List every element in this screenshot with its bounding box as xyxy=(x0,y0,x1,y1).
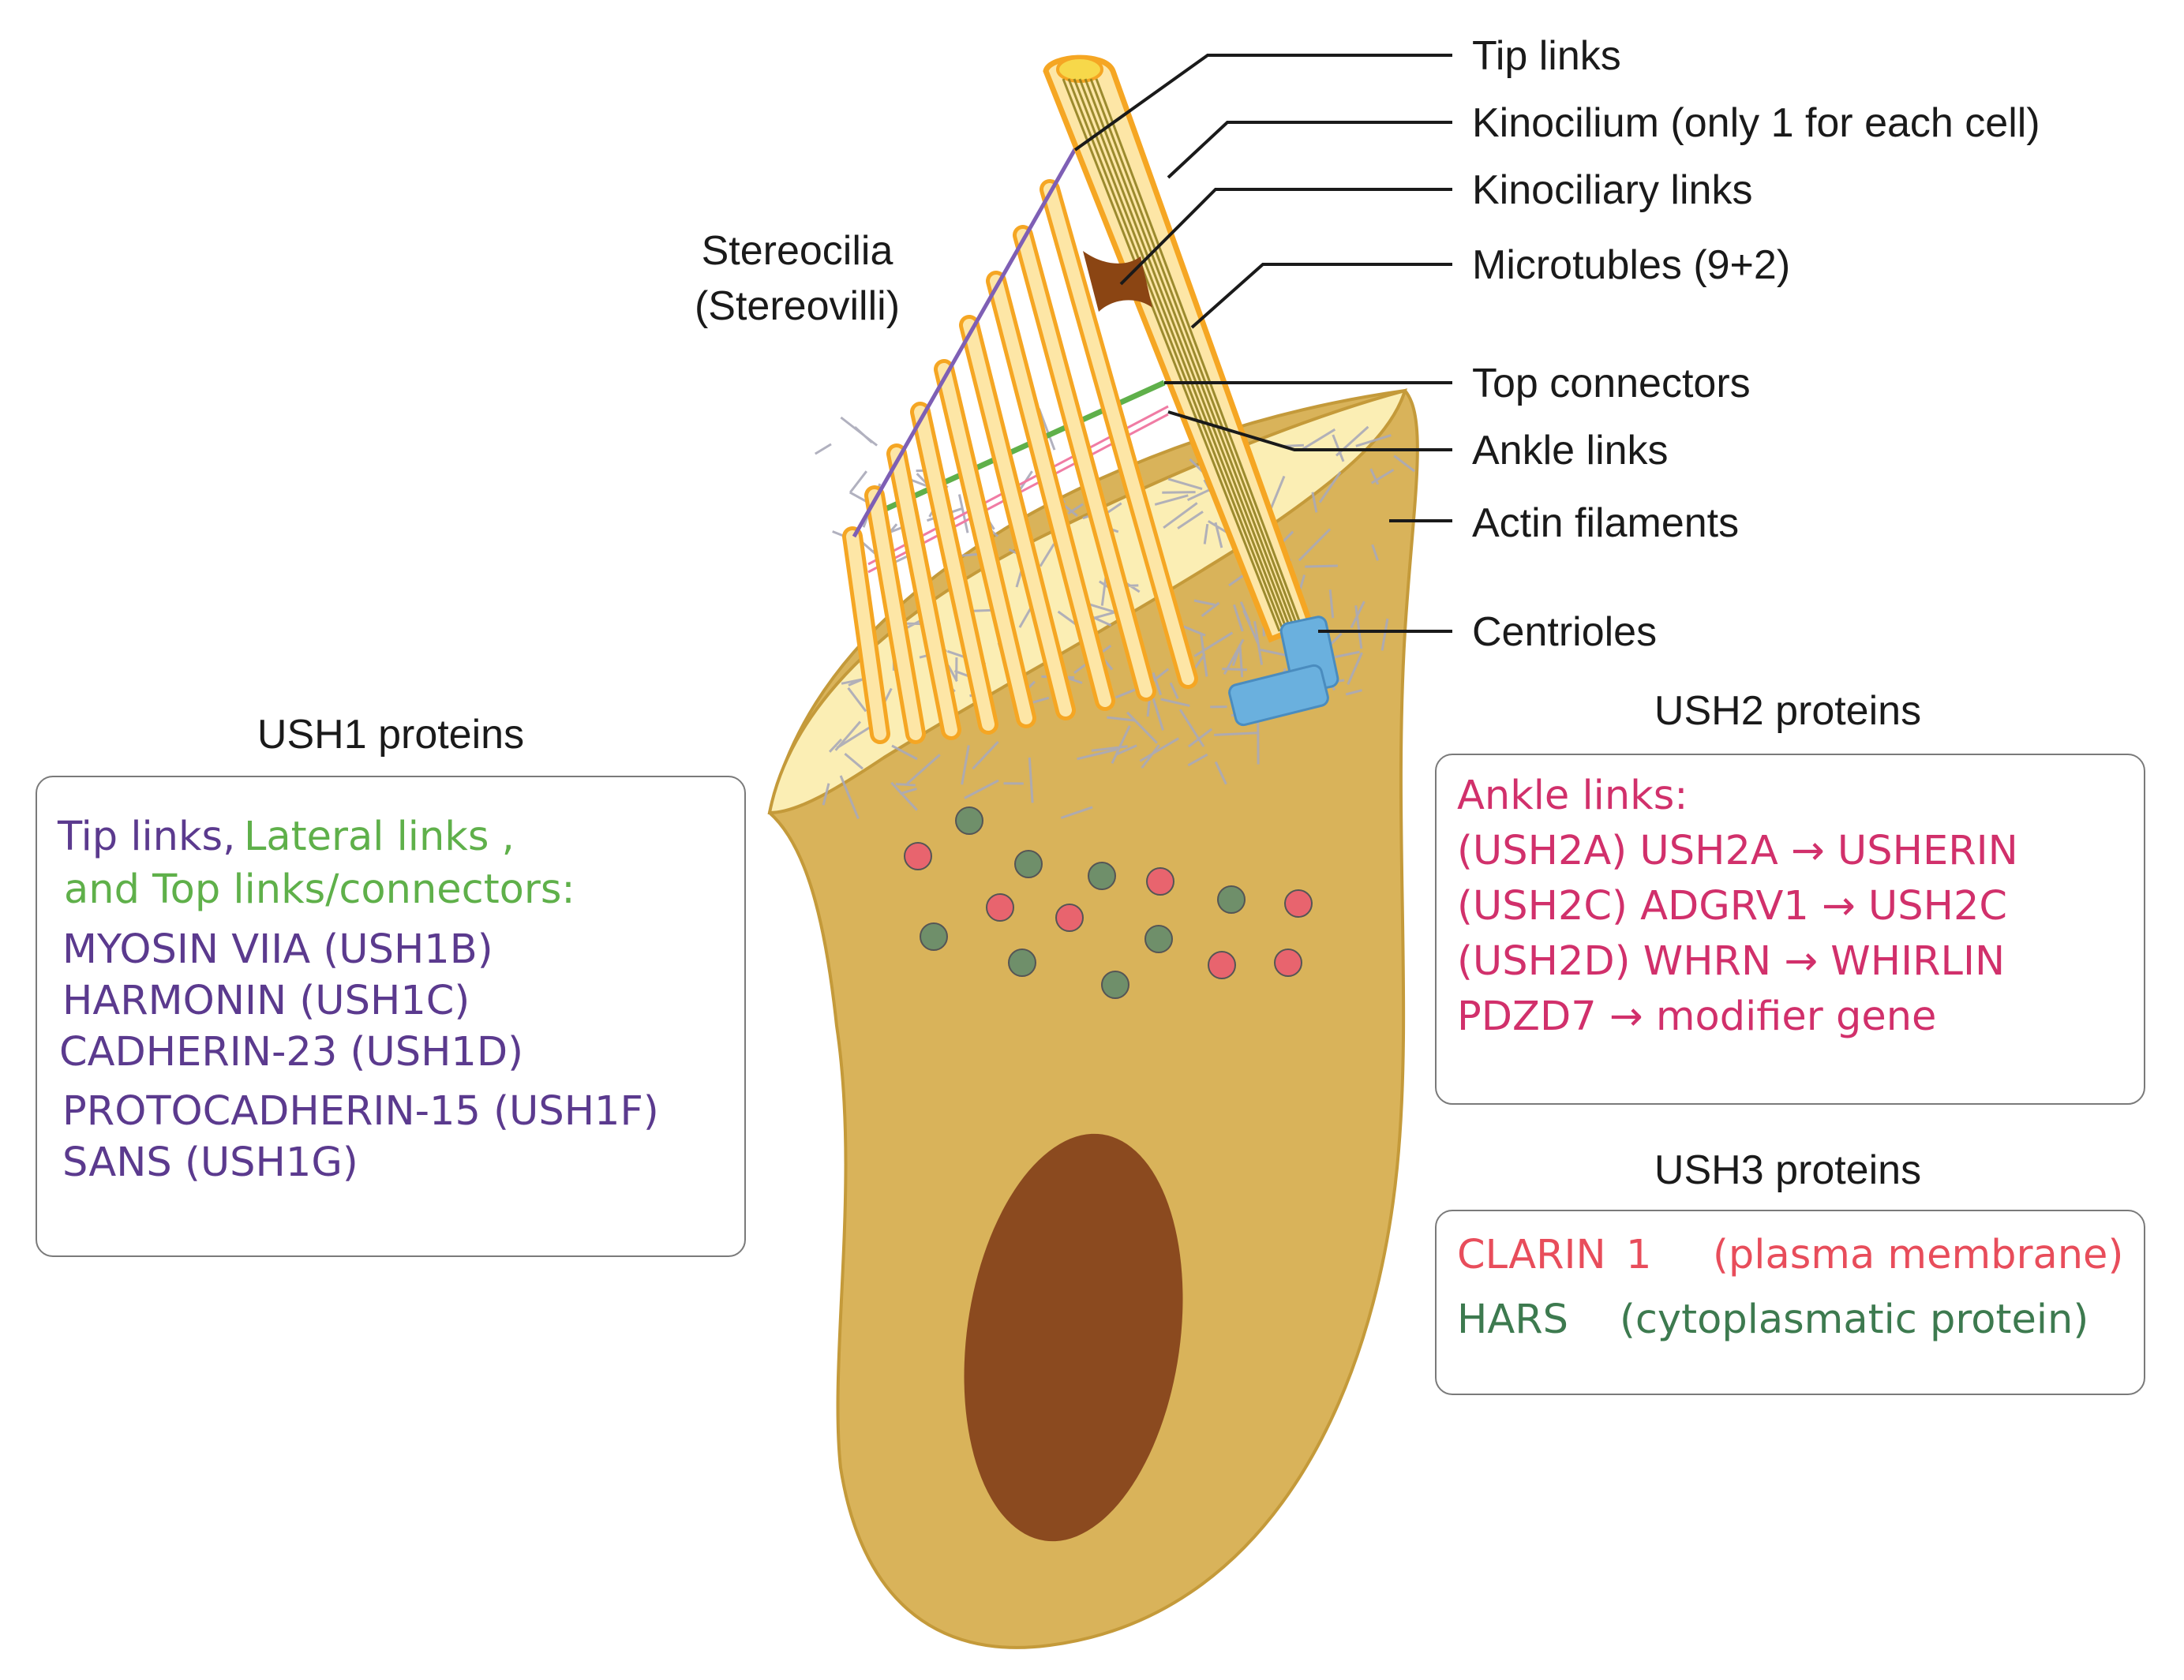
hars-description: (cytoplasmatic protein) xyxy=(1620,1296,2089,1343)
ush1-box: Tip links, Lateral links , and Top links… xyxy=(36,776,746,1257)
stereocilium-core xyxy=(963,319,1072,717)
ush2-title: USH2 proteins xyxy=(1654,688,1921,734)
leader-ankle-links xyxy=(1167,410,1452,451)
nucleus xyxy=(964,1133,1183,1542)
label-stereovilli: (Stereovilli) xyxy=(695,283,900,329)
stereocilium-core xyxy=(890,447,957,736)
clarin-name: CLARIN xyxy=(1457,1232,1606,1278)
ush2-box: Ankle links: (USH2A) USH2A → USHERIN (US… xyxy=(1435,754,2145,1105)
vesicle-clarin xyxy=(1055,904,1084,932)
ush2-item: (USH2D) WHRN → WHIRLIN xyxy=(1457,938,2006,985)
kinociliary-link xyxy=(1083,251,1152,312)
stereocilium-core xyxy=(914,406,995,731)
vesicle-clarin xyxy=(1208,951,1236,979)
ush1-header-lateral: Lateral links , xyxy=(244,814,515,860)
stereocilium-core xyxy=(938,363,1032,724)
microtubule-strand xyxy=(1078,78,1293,632)
vesicle-hars xyxy=(1014,850,1043,878)
ush1-item: PROTOCADHERIN-15 (USH1F) xyxy=(62,1088,659,1135)
vesicle-hars xyxy=(1088,862,1116,890)
leader-microtubules xyxy=(1190,263,1452,329)
clarin-number: 1 xyxy=(1626,1232,1652,1278)
ush2-header: Ankle links: xyxy=(1457,773,1688,819)
vesicles xyxy=(904,806,1313,999)
vesicle-clarin xyxy=(1146,867,1174,896)
ush2-item: (USH2A) USH2A → USHERIN xyxy=(1457,828,2018,874)
microtubule-strand xyxy=(1095,78,1305,632)
ush1-item: CADHERIN-23 (USH1D) xyxy=(59,1029,524,1076)
vesicle-hars xyxy=(1101,971,1129,999)
label-top-connectors: Top connectors xyxy=(1472,361,1751,406)
label-kinociliary-links: Kinociliary links xyxy=(1472,167,1752,213)
ush1-header-top: and Top links/connectors: xyxy=(64,866,575,913)
label-tip-links: Tip links xyxy=(1472,33,1621,79)
label-kinocilium: Kinocilium (only 1 for each cell) xyxy=(1472,100,2040,146)
leader-kinocilium xyxy=(1167,121,1452,179)
clarin-description: (plasma membrane) xyxy=(1713,1232,2124,1278)
microtubule-strand xyxy=(1067,78,1285,632)
leader-tip-links xyxy=(1073,54,1452,152)
label-stereocilia: Stereocilia xyxy=(702,228,893,274)
stereocilium-core xyxy=(990,275,1111,707)
microtubules xyxy=(1062,78,1305,632)
leader-lines xyxy=(1073,54,1452,633)
kinocilium xyxy=(1043,54,1314,643)
vesicle-hars xyxy=(955,806,983,835)
vesicle-clarin xyxy=(1284,889,1313,918)
label-actin-filaments: Actin filaments xyxy=(1472,500,1739,546)
label-centrioles: Centrioles xyxy=(1472,609,1657,655)
microtubule-strand xyxy=(1089,78,1301,632)
ush3-title: USH3 proteins xyxy=(1654,1147,1921,1193)
label-ankle-links: Ankle links xyxy=(1472,428,1669,473)
ush1-item: SANS (USH1G) xyxy=(62,1139,358,1186)
leader-kinociliary-links xyxy=(1119,188,1452,286)
centrioles xyxy=(1228,616,1339,727)
microtubule-strand xyxy=(1073,78,1289,632)
tip-links-line xyxy=(852,137,1084,538)
ush1-item: HARMONIN (USH1C) xyxy=(62,978,470,1024)
stereocilium-core xyxy=(1043,183,1194,685)
ush1-header-tip: Tip links, xyxy=(58,814,236,860)
hars-name: HARS xyxy=(1457,1296,1569,1343)
microtubule-strand xyxy=(1084,78,1297,632)
stereocilia-bundle xyxy=(842,179,1198,744)
microtubule-strand xyxy=(1062,78,1281,632)
stereocilium-core xyxy=(846,530,886,740)
vesicle-hars xyxy=(1217,885,1246,914)
ush2-item: PDZD7 → modifier gene xyxy=(1457,993,1937,1040)
ush3-box: CLARIN 1 (plasma membrane) HARS (cytopla… xyxy=(1435,1210,2145,1395)
vesicle-clarin xyxy=(986,893,1014,922)
vesicle-clarin xyxy=(904,842,932,870)
vesicle-clarin xyxy=(1274,949,1302,977)
ush1-title: USH1 proteins xyxy=(257,712,524,758)
vesicle-hars xyxy=(920,922,948,951)
stereocilium-core xyxy=(1017,229,1152,698)
label-microtubules: Microtubles (9+2) xyxy=(1472,242,1790,288)
ush1-item: MYOSIN VIIA (USH1B) xyxy=(62,926,493,973)
vesicle-hars xyxy=(1008,949,1036,977)
ush2-item: (USH2C) ADGRV1 → USH2C xyxy=(1457,883,2008,930)
vesicle-hars xyxy=(1144,925,1173,953)
stereocilium-core xyxy=(868,489,922,740)
